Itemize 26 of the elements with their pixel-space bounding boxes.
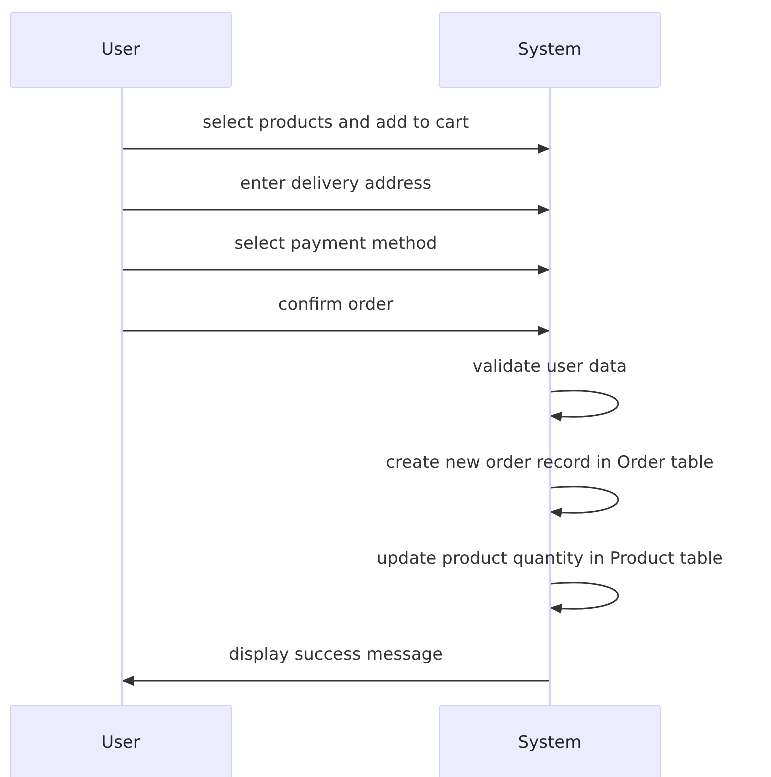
message-label: enter delivery address (240, 174, 432, 194)
participant-name: User (102, 733, 140, 753)
message-arrow (123, 326, 550, 336)
participant-box (10, 12, 232, 88)
participant-box (439, 705, 661, 777)
message-arrow (123, 205, 550, 215)
message-arrow (122, 676, 549, 686)
participant-box (10, 705, 232, 777)
message-label: select products and add to cart (202, 113, 470, 133)
self-message-arrow (550, 582, 619, 614)
message-label: select payment method (234, 234, 438, 254)
message-label: validate user data (472, 357, 628, 377)
message-label: display success message (228, 645, 444, 665)
message-label: create new order record in Order table (386, 453, 714, 473)
message-arrow (123, 265, 550, 275)
message-arrow (123, 144, 550, 154)
message-label: confirm order (278, 295, 394, 315)
participant-name: User (102, 40, 140, 60)
lifeline (549, 88, 551, 705)
self-message-arrow (550, 486, 619, 518)
participant-name: System (518, 40, 582, 60)
participant-box (439, 12, 661, 88)
participant-name: System (518, 733, 582, 753)
lifeline (121, 88, 123, 705)
message-label: update product quantity in Product table (376, 549, 724, 569)
self-message-arrow (550, 390, 619, 422)
